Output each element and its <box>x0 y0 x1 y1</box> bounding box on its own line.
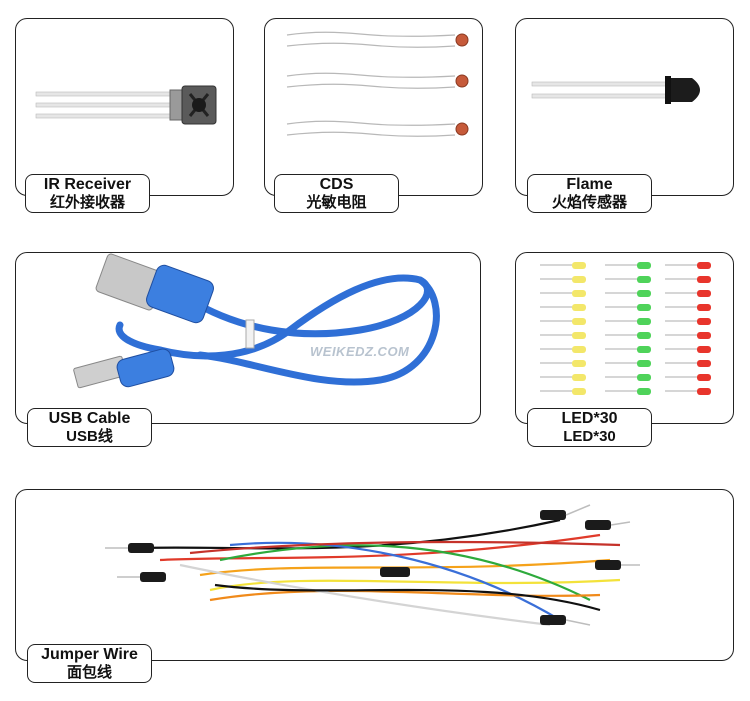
led-label: LED*30 LED*30 <box>527 408 652 447</box>
jumper-wire-name: Jumper Wire <box>41 646 138 663</box>
led-red-8 <box>665 360 711 367</box>
flame-card <box>515 18 734 196</box>
jumper-wire-label: Jumper Wire 面包线 <box>27 644 152 683</box>
usb-cable-name: USB Cable <box>48 410 131 427</box>
jumper-wire-name-cn: 面包线 <box>66 664 112 681</box>
led-yellow-9 <box>540 374 586 381</box>
led-name-cn: LED*30 <box>563 428 616 445</box>
flame-name-cn: 火焰传感器 <box>551 194 627 211</box>
led-red-3 <box>665 290 711 297</box>
usb-cable-name-cn: USB线 <box>66 428 113 445</box>
led-yellow-8 <box>540 360 586 367</box>
led-yellow-2 <box>540 276 586 283</box>
cds-label: CDS 光敏电阻 <box>274 174 399 213</box>
led-green-5 <box>605 318 651 325</box>
ir-receiver-name: IR Receiver <box>43 176 132 193</box>
led-green-3 <box>605 290 651 297</box>
led-green-6 <box>605 332 651 339</box>
led-green-10 <box>605 388 651 395</box>
led-green-4 <box>605 304 651 311</box>
led-yellow-6 <box>540 332 586 339</box>
cds-name: CDS <box>319 176 354 193</box>
led-green-2 <box>605 276 651 283</box>
led-name: LED*30 <box>561 410 618 427</box>
led-green-8 <box>605 360 651 367</box>
led-yellow-3 <box>540 290 586 297</box>
led-green-9 <box>605 374 651 381</box>
led-red-10 <box>665 388 711 395</box>
cds-name-cn: 光敏电阻 <box>306 194 367 211</box>
flame-name: Flame <box>566 176 613 193</box>
led-yellow-10 <box>540 388 586 395</box>
usb-cable-label: USB Cable USB线 <box>27 408 152 447</box>
led-yellow-4 <box>540 304 586 311</box>
led-red-1 <box>665 262 711 269</box>
led-green-1 <box>605 262 651 269</box>
led-red-4 <box>665 304 711 311</box>
ir-receiver-name-cn: 红外接收器 <box>49 194 125 211</box>
led-green-7 <box>605 346 651 353</box>
led-red-7 <box>665 346 711 353</box>
led-yellow-7 <box>540 346 586 353</box>
ir-receiver-label: IR Receiver 红外接收器 <box>25 174 150 213</box>
led-red-2 <box>665 276 711 283</box>
flame-label: Flame 火焰传感器 <box>527 174 652 213</box>
led-red-5 <box>665 318 711 325</box>
led-yellow-1 <box>540 262 586 269</box>
watermark: WEIKEDZ.COM <box>310 344 410 359</box>
led-red-6 <box>665 332 711 339</box>
jumper-wire-card <box>15 489 734 661</box>
led-yellow-5 <box>540 318 586 325</box>
led-red-9 <box>665 374 711 381</box>
